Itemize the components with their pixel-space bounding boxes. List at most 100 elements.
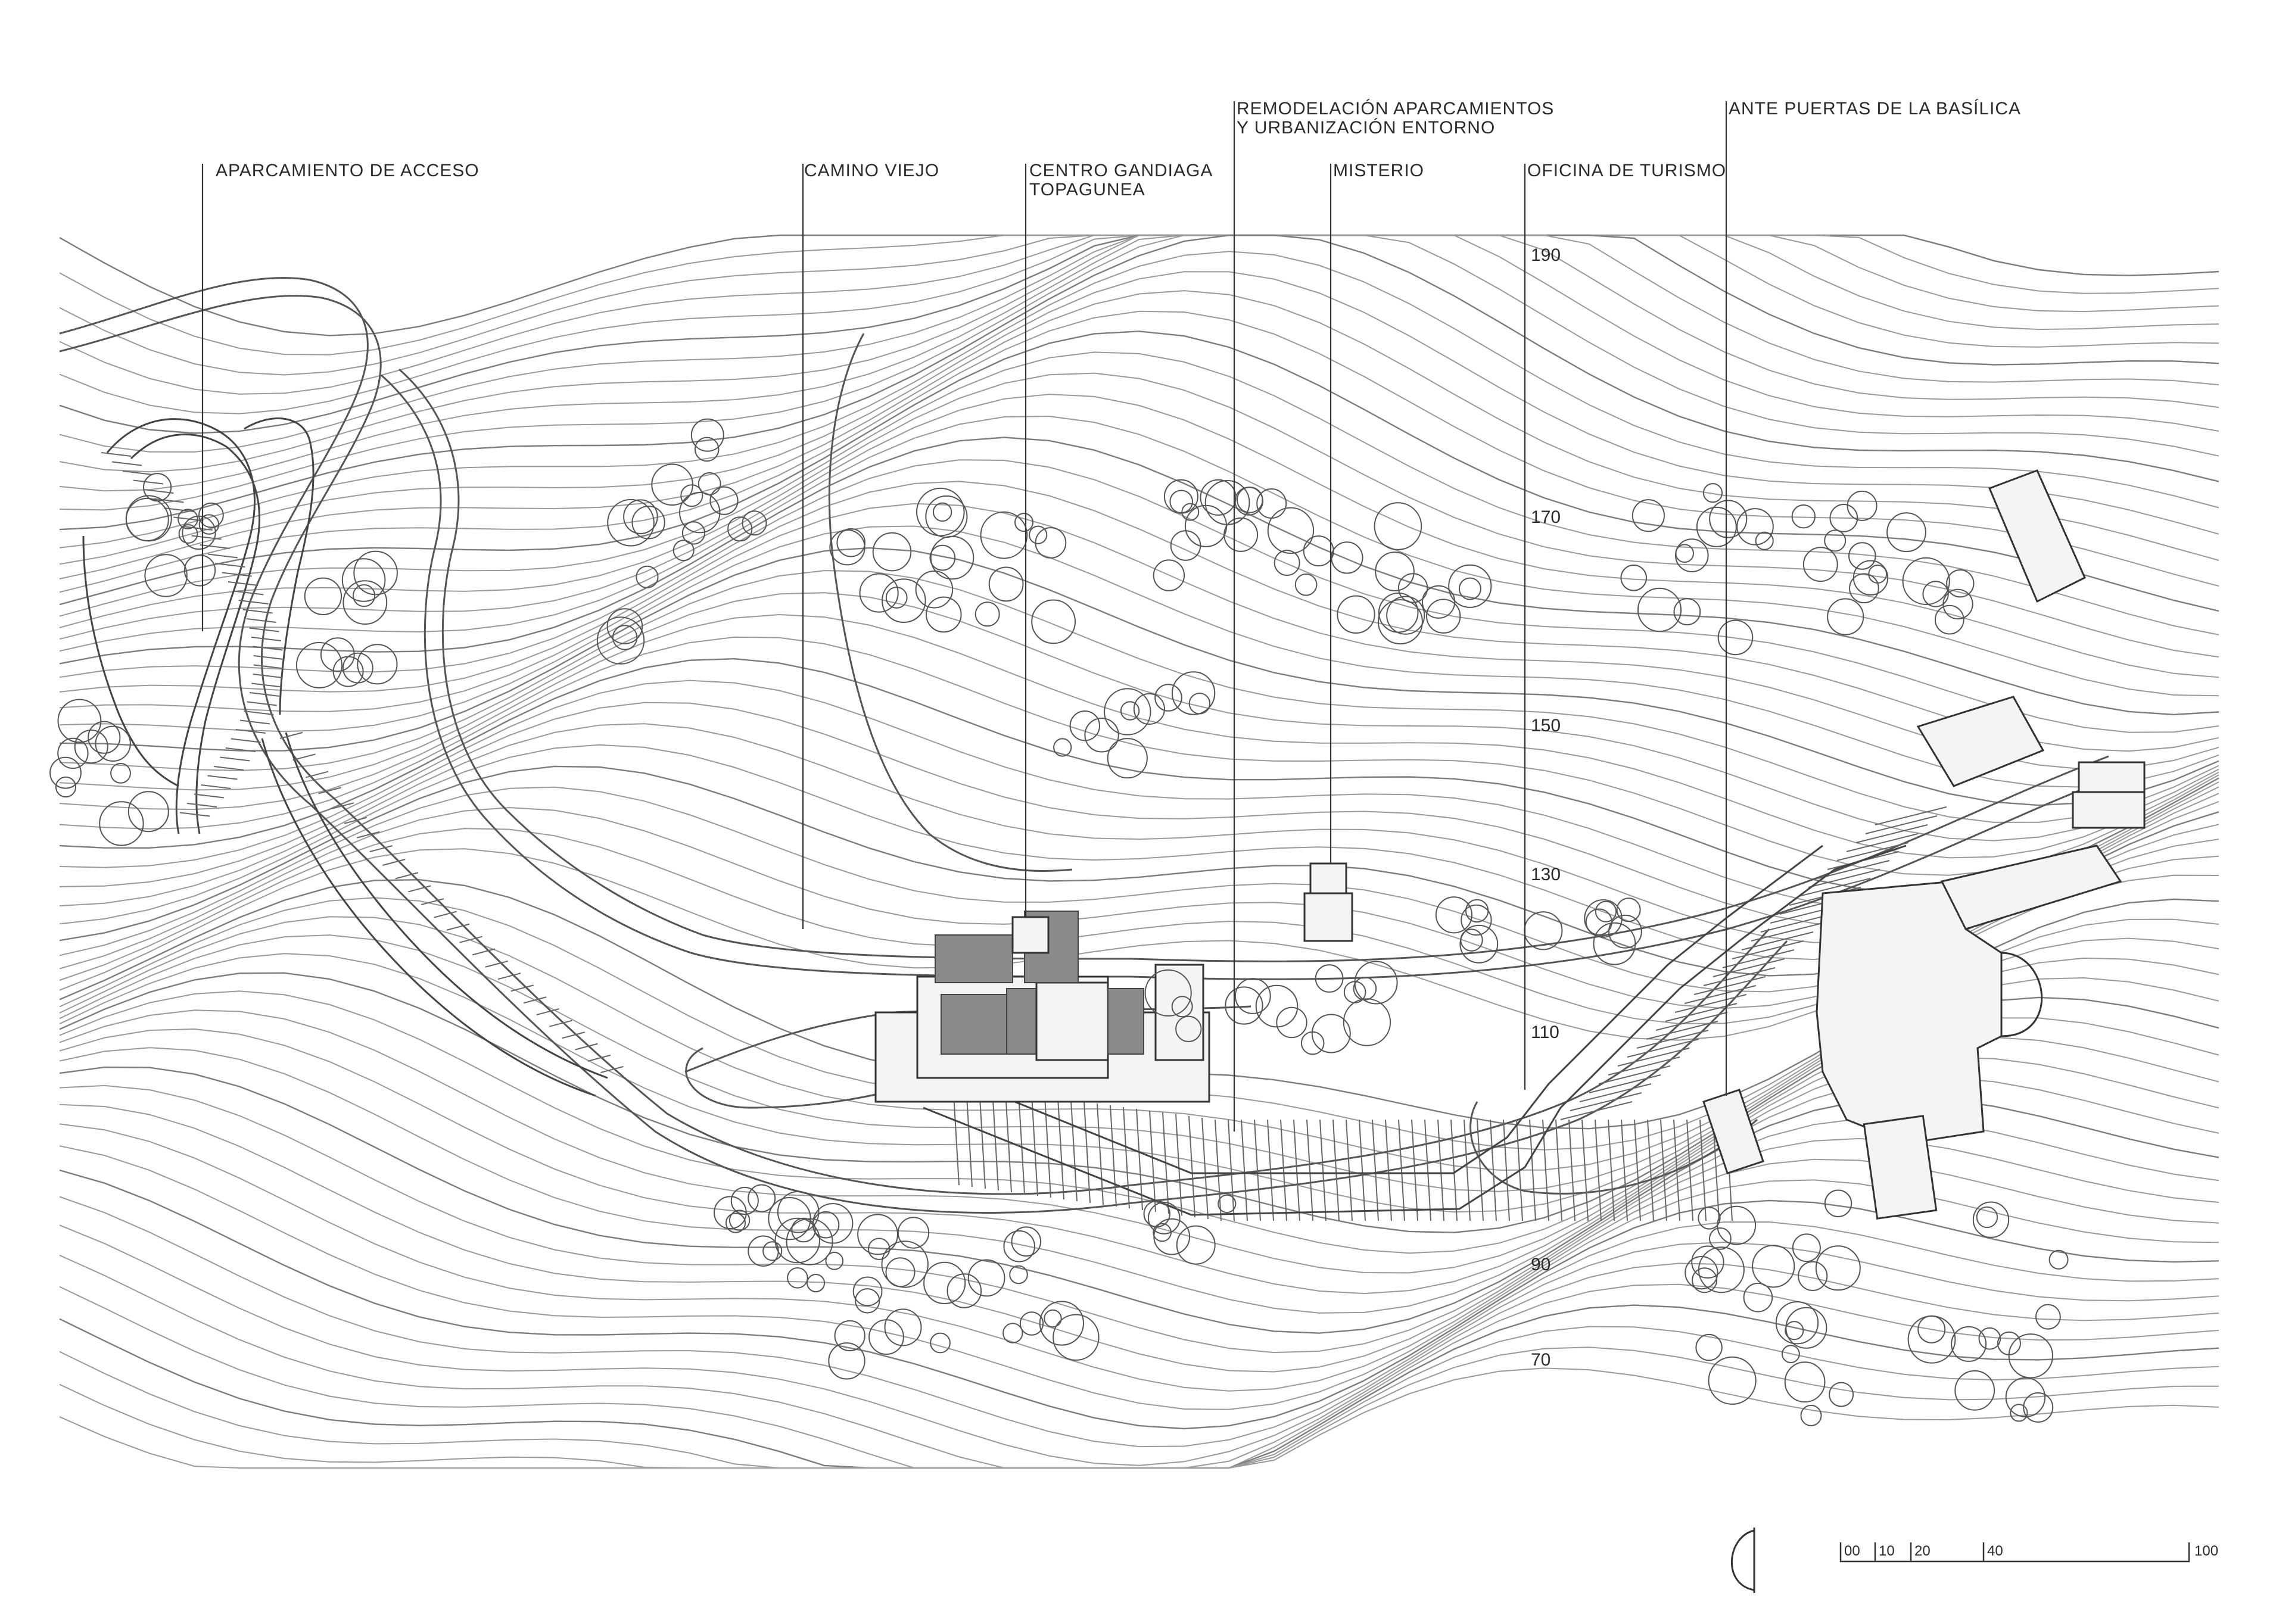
contour-line (59, 503, 2219, 770)
tree (1171, 671, 1216, 715)
tree (1775, 1301, 1819, 1345)
parking-stall-line (1589, 1074, 1661, 1093)
parking-stall-line (1560, 1101, 1633, 1120)
contour-line (59, 592, 2219, 841)
tree (807, 1274, 826, 1292)
tree (607, 498, 655, 547)
parking-stall-line (1713, 1119, 1720, 1221)
tree (1011, 1226, 1042, 1257)
tree (1675, 544, 1694, 563)
parking-stall-line (1464, 1119, 1471, 1221)
tree (916, 487, 965, 537)
tree (1743, 1282, 1773, 1313)
scale-tick-10: 10 (1879, 1543, 1895, 1559)
access-parking-area (82, 417, 608, 1097)
tree (1267, 507, 1315, 554)
parking-stall-line (382, 859, 406, 866)
tree (1107, 738, 1148, 779)
contour-line (59, 657, 2219, 893)
parking-stall-line (1267, 1119, 1274, 1221)
parking-stall-line (1855, 824, 1928, 843)
tree (1785, 1321, 1804, 1341)
label-remodelacion-line1: REMODELACIÓN APARCAMIENTOS (1237, 99, 1554, 119)
tree (709, 486, 739, 515)
tree (1708, 1356, 1757, 1405)
parking-stall-line (485, 960, 508, 968)
tree (57, 737, 89, 769)
tree (834, 1320, 865, 1352)
tree (1133, 693, 1166, 725)
tree (1374, 502, 1422, 550)
tree (1616, 897, 1641, 922)
tree (1255, 984, 1299, 1028)
tree (1791, 504, 1816, 529)
tree (825, 1252, 844, 1270)
contour-line (59, 547, 2219, 806)
tree (343, 580, 388, 625)
tree (1153, 1223, 1172, 1242)
tree (868, 1238, 891, 1260)
elevation-label: 130 (1531, 865, 1561, 884)
contour-line (59, 1123, 2219, 1392)
tree (2010, 1404, 2028, 1422)
tree (884, 1308, 922, 1346)
tree (1972, 1201, 2010, 1238)
tree (612, 625, 638, 650)
parking-stall-line (1031, 1094, 1038, 1196)
tree (341, 558, 386, 602)
tree (1978, 1327, 2001, 1350)
parking-stall-line (1798, 878, 1871, 897)
tree (1815, 1245, 1861, 1291)
tree (1798, 1261, 1828, 1291)
tree (882, 578, 926, 624)
parking-stall-line (1665, 1003, 1738, 1022)
tree (727, 516, 753, 542)
parking-stall-line (992, 1089, 999, 1191)
parking-stall-line (101, 452, 132, 457)
contour-line (59, 570, 2219, 823)
tree (926, 596, 962, 633)
parking-stall-line (1097, 1103, 1104, 1205)
parking-stall-line (1424, 1119, 1431, 1221)
tree (1153, 559, 1185, 591)
parking-stall-line (369, 845, 393, 853)
parking-stall-line (497, 972, 521, 980)
tree (829, 529, 865, 566)
parking-stall-line (214, 766, 244, 771)
parking-stall-line (239, 719, 270, 725)
parking-stall-line (1686, 1119, 1693, 1221)
parking-stall-line (207, 553, 238, 559)
tree (2008, 1333, 2054, 1379)
parking-stall-line (253, 674, 283, 678)
parking-stall-line (434, 911, 457, 918)
tree (1337, 595, 1375, 634)
contour-line (59, 234, 2219, 531)
parking-stall-line (408, 885, 431, 893)
parking-stall-line (207, 775, 238, 780)
contour-line (59, 1169, 2219, 1430)
tree (1031, 599, 1076, 644)
parking-stall-line (587, 1054, 611, 1062)
parking-stall-line (238, 600, 269, 604)
tree (1315, 964, 1344, 993)
tree (1595, 900, 1617, 922)
scale-tick-00: 00 (1844, 1543, 1860, 1559)
tree (925, 495, 968, 538)
north-arrow-icon (1731, 1528, 1755, 1593)
tree (127, 791, 169, 833)
tree (1009, 1265, 1028, 1285)
basilica-complex (1702, 469, 2146, 1220)
tree (1847, 490, 1878, 521)
parking-stall-line (575, 1043, 598, 1051)
tree (606, 608, 643, 644)
tree (1755, 531, 1774, 550)
contour-line (59, 1367, 2219, 1469)
parking-stall-line (1398, 1119, 1405, 1221)
tree (1698, 1207, 1721, 1230)
tree (694, 437, 720, 462)
tree (1175, 1015, 1202, 1043)
parking-stall-line (1655, 1012, 1728, 1031)
tree (787, 1267, 808, 1289)
tree (1311, 1014, 1351, 1053)
tree (1154, 684, 1182, 712)
